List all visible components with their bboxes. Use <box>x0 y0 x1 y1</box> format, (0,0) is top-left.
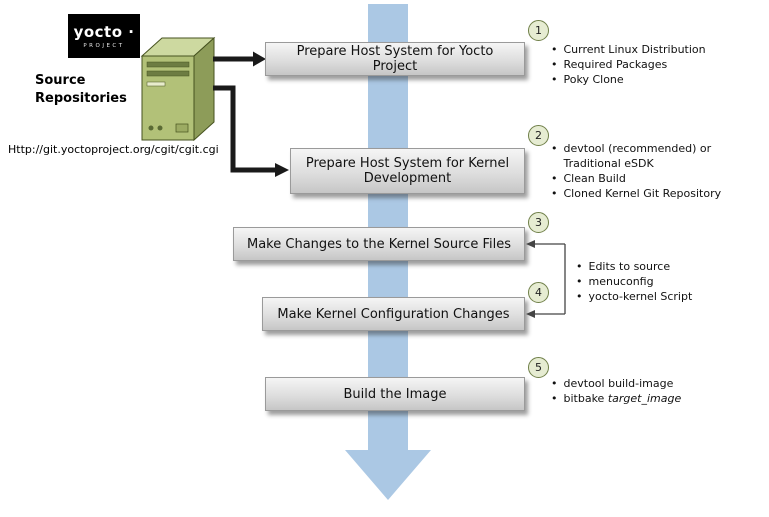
yocto-logo-subtitle: PROJECT <box>83 43 125 49</box>
bullet-text: devtool build-image <box>563 377 674 390</box>
bullet-dot: • <box>551 187 558 200</box>
step-2-bullets: • devtool (recommended) or Traditional e… <box>551 141 721 201</box>
bullet-text: Cloned Kernel Git Repository <box>563 187 722 200</box>
step-box-make-source-changes: Make Changes to the Kernel Source Files <box>233 227 525 261</box>
step-box-prepare-host-kernel: Prepare Host System for Kernel Developme… <box>290 148 525 194</box>
bullet-text: Clean Build <box>563 172 626 185</box>
bullet-text-line2: Traditional eSDK <box>563 157 654 170</box>
source-repositories-server-icon <box>140 36 216 142</box>
source-repositories-label: Source Repositories <box>35 73 127 106</box>
step-box-make-config-changes: Make Kernel Configuration Changes <box>262 297 525 331</box>
bullet-text: Edits to source <box>588 260 671 273</box>
step-number-3: 3 <box>528 212 549 233</box>
bullet-item: • yocto-kernel Script <box>576 289 692 304</box>
step-number-4: 4 <box>528 282 549 303</box>
step-number-2: 2 <box>528 125 549 146</box>
bullet-dot: • <box>551 58 558 71</box>
bullet-item: • Required Packages <box>551 57 706 72</box>
bullet-text: menuconfig <box>588 275 654 288</box>
yocto-project-logo: yocto · PROJECT <box>68 14 140 58</box>
bullet-text: Poky Clone <box>563 73 624 86</box>
step-number-1: 1 <box>528 20 549 41</box>
yocto-logo-wordmark: yocto · <box>73 23 135 41</box>
bullet-text: bitbake target_image <box>564 391 682 406</box>
bullet-text-italic: target_image <box>607 392 682 405</box>
bullet-item: • devtool build-image <box>551 376 681 391</box>
bullet-item: • devtool (recommended) or Traditional e… <box>551 141 721 171</box>
bullet-dot: • <box>551 73 558 86</box>
step-box-build-image: Build the Image <box>265 377 525 411</box>
step-number-5: 5 <box>528 357 549 378</box>
bullet-text: Current Linux Distribution <box>563 43 706 56</box>
bullet-text: devtool (recommended) or Traditional eSD… <box>564 141 712 171</box>
step-1-bullets: • Current Linux Distribution • Required … <box>551 42 706 87</box>
step-5-bullets: • devtool build-image • bitbake target_i… <box>551 376 681 406</box>
bullet-item: • Clean Build <box>551 171 721 186</box>
bullet-dot: • <box>576 260 583 273</box>
bullet-item: • Edits to source <box>576 259 692 274</box>
bullet-dot: • <box>551 43 558 56</box>
bullet-item: • Current Linux Distribution <box>551 42 706 57</box>
bullet-item: • bitbake target_image <box>551 391 681 406</box>
bullet-dot: • <box>576 290 583 303</box>
bullet-dot: • <box>551 392 558 405</box>
bullet-text-plain: bitbake <box>563 392 608 405</box>
bullet-text: yocto-kernel Script <box>588 290 693 303</box>
bullet-text: Required Packages <box>563 58 668 71</box>
bullet-text-line1: devtool (recommended) or <box>563 142 712 155</box>
source-repositories-url: Http://git.yoctoproject.org/cgit/cgit.cg… <box>8 143 219 156</box>
bullet-item: • Cloned Kernel Git Repository <box>551 186 721 201</box>
bullet-dot: • <box>576 275 583 288</box>
bullet-item: • menuconfig <box>576 274 692 289</box>
bullet-dot: • <box>551 377 558 390</box>
bullet-item: • Poky Clone <box>551 72 706 87</box>
bullet-dot: • <box>551 142 558 155</box>
step-box-prepare-host-yocto: Prepare Host System for Yocto Project <box>265 42 525 76</box>
steps-3-4-bullets: • Edits to source • menuconfig • yocto-k… <box>576 259 692 304</box>
bullet-dot: • <box>551 172 558 185</box>
